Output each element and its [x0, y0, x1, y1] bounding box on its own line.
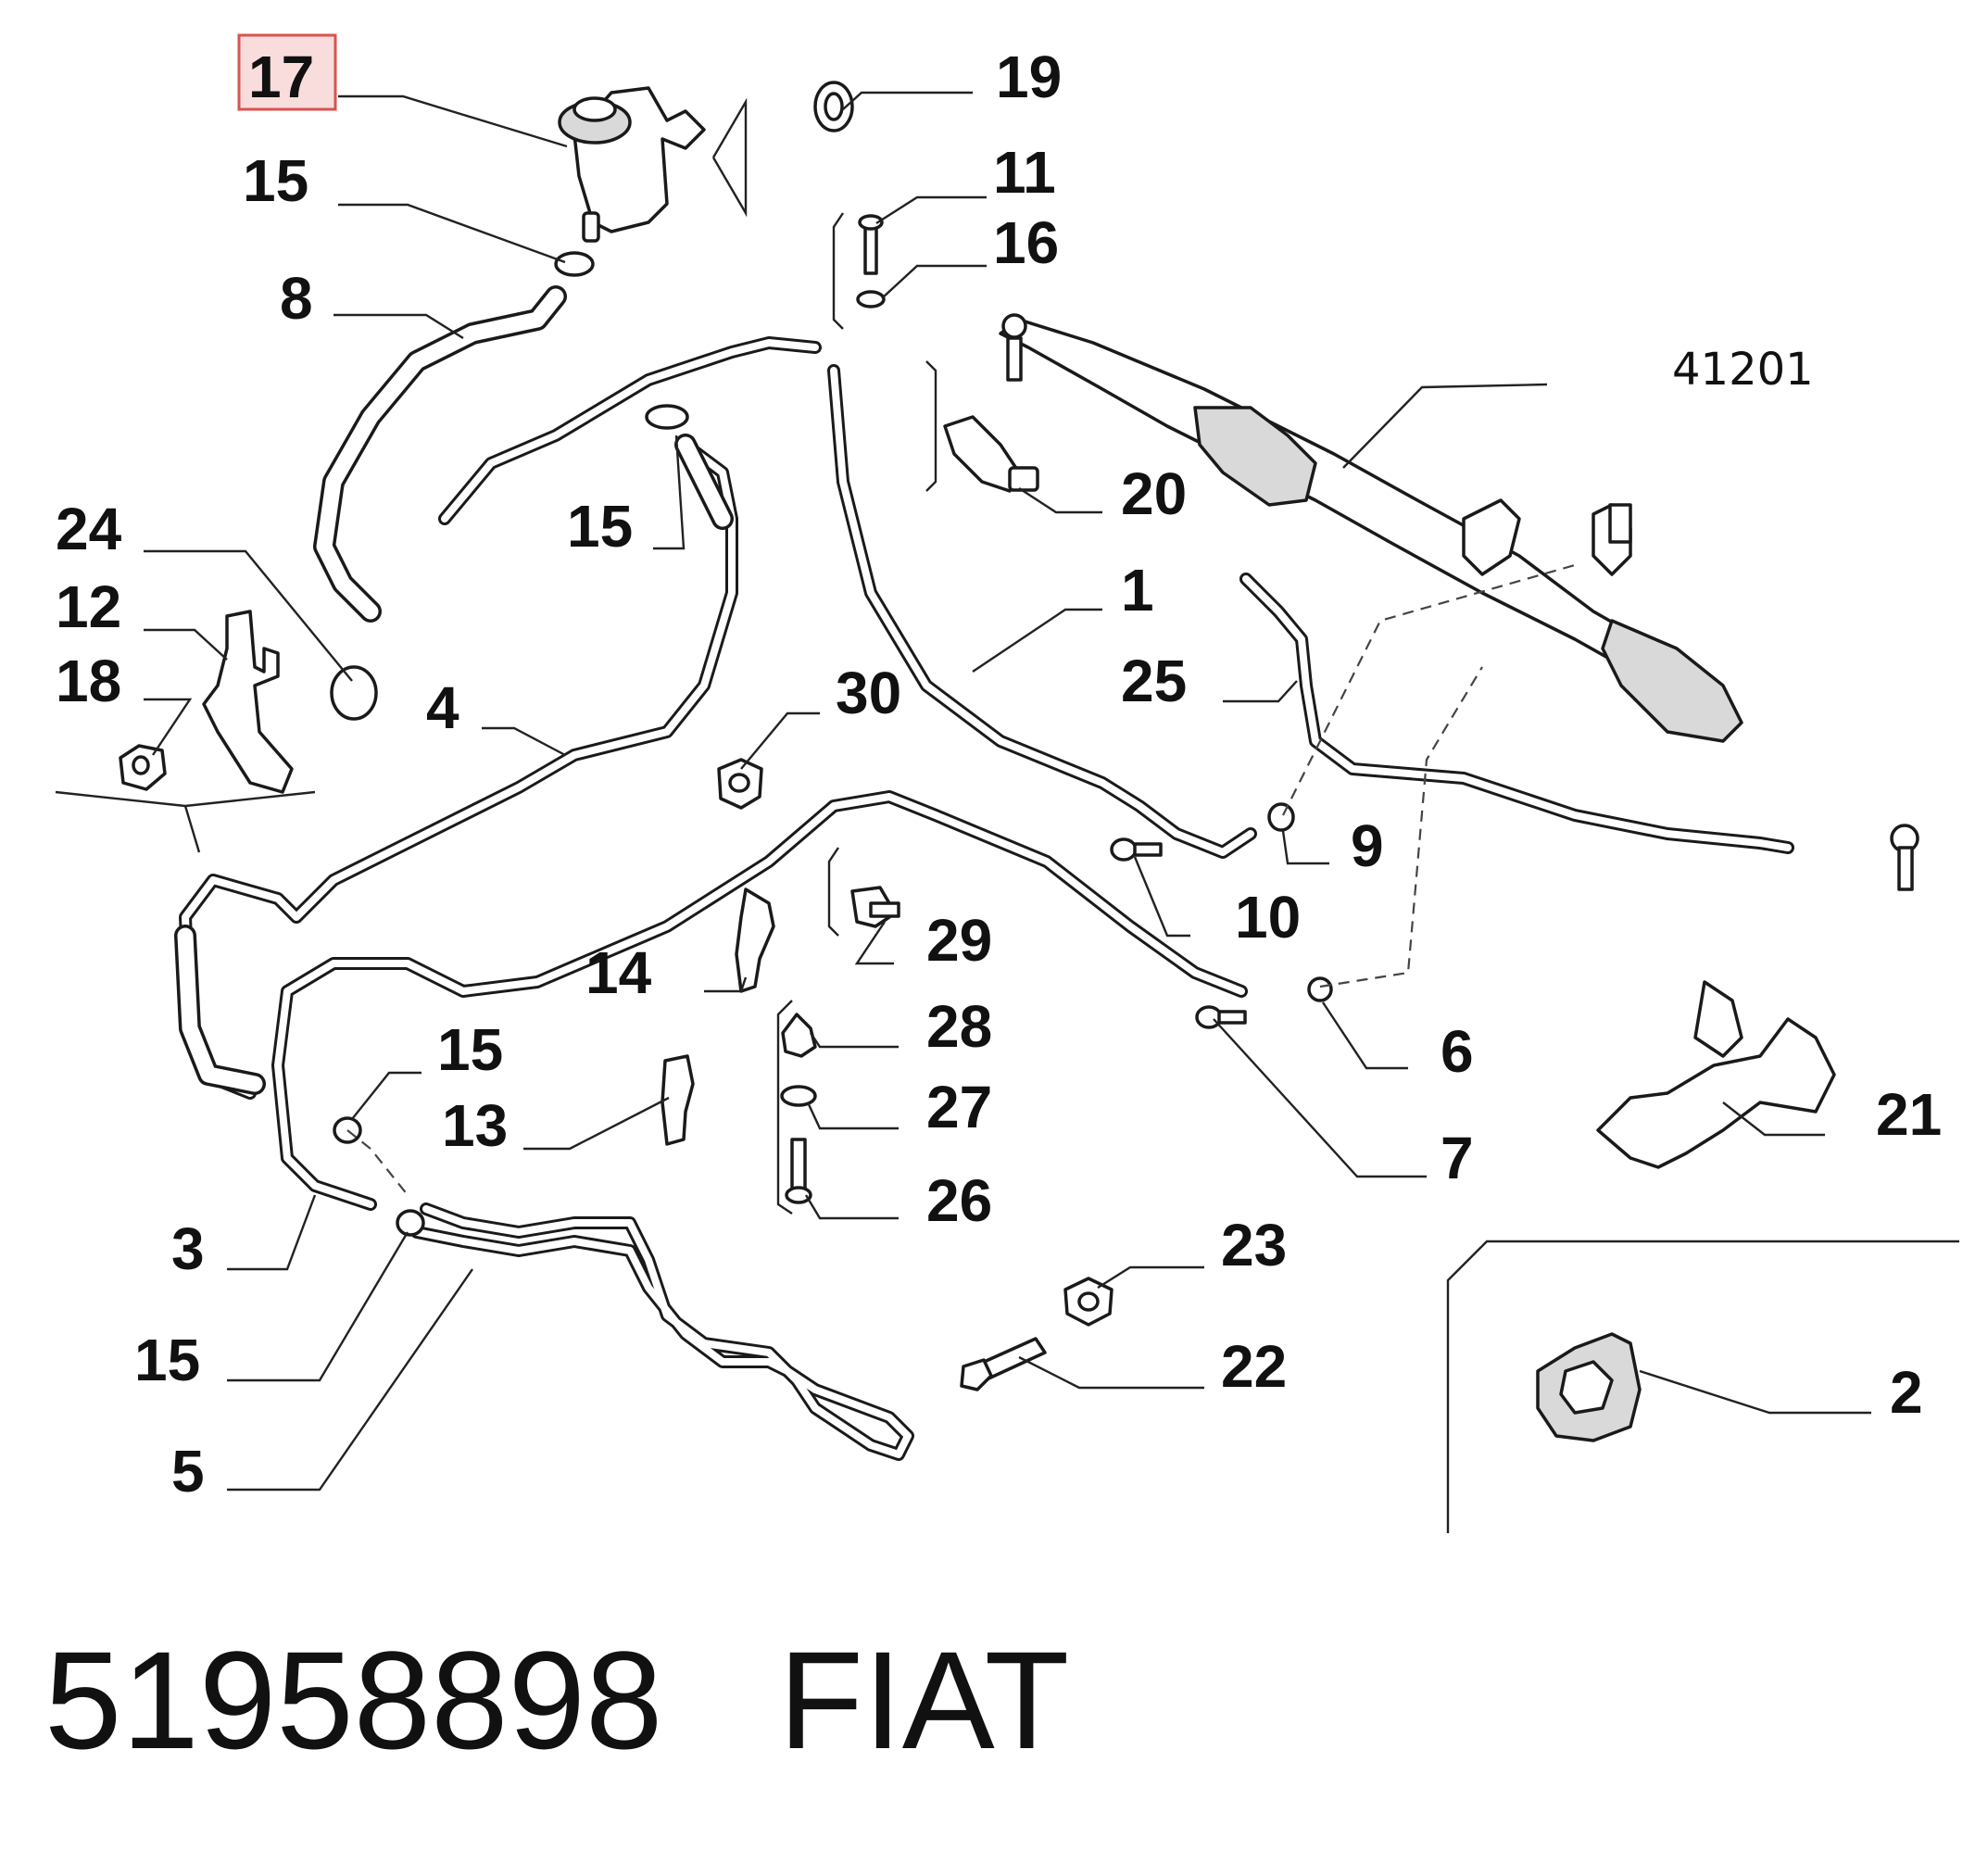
reference-41201: 41201 — [1672, 344, 1814, 396]
bracket-13 — [661, 1054, 695, 1146]
callout-3: 3 — [171, 1215, 205, 1282]
dashed-guides — [346, 563, 1576, 1196]
nut-30 — [717, 758, 763, 810]
o-ring-24 — [330, 665, 378, 721]
callout-28: 28 — [926, 993, 992, 1060]
bracket-14 — [735, 887, 775, 993]
callout-labels: 17 19 15 11 16 8 41201 20 15 24 12 1 18 … — [56, 44, 1942, 1504]
callout-4: 4 — [426, 674, 459, 741]
fittings-9-10 — [1110, 802, 1295, 862]
pipe-1 — [827, 364, 1257, 859]
highlight-box-17 — [237, 33, 337, 111]
callout-19: 19 — [996, 44, 1062, 110]
pipe-3 — [271, 790, 1248, 1211]
clamp-15-top — [554, 251, 689, 430]
clamp-15-lower — [333, 1116, 425, 1237]
footer-caption: 51958898 FIAT — [44, 1630, 1069, 1769]
part-number: 51958898 — [44, 1622, 663, 1778]
callout-15: 15 — [134, 1327, 200, 1393]
nut-23-bolt-22 — [960, 1277, 1114, 1391]
cap-28-washer-27-bolt-26 — [780, 1013, 817, 1204]
callout-29: 29 — [926, 907, 992, 974]
callout-30: 30 — [836, 660, 901, 726]
callout-15: 15 — [567, 493, 633, 560]
callout-27: 27 — [926, 1074, 992, 1140]
callout-26: 26 — [926, 1167, 992, 1234]
callout-11: 11 — [993, 139, 1056, 206]
pipe-network — [174, 285, 1794, 1461]
callout-8: 8 — [280, 265, 313, 332]
callout-16: 16 — [993, 209, 1059, 276]
callout-15: 15 — [437, 1016, 503, 1083]
steering-rack — [999, 313, 1919, 891]
seal-19 — [813, 81, 854, 132]
callout-24: 24 — [56, 496, 122, 562]
bolt-29 — [850, 886, 900, 928]
callout-13: 13 — [442, 1092, 508, 1159]
callout-20: 20 — [1121, 460, 1187, 527]
callout-5: 5 — [171, 1438, 205, 1504]
clip-2 — [1536, 1332, 1642, 1442]
callout-10: 10 — [1235, 884, 1301, 950]
callout-23: 23 — [1221, 1212, 1287, 1278]
callout-17: 17 — [248, 44, 314, 110]
inset-frame — [1446, 1240, 1959, 1533]
fittings-6-7 — [1195, 976, 1333, 1029]
callout-18: 18 — [56, 648, 121, 714]
callout-7: 7 — [1441, 1125, 1474, 1191]
callout-22: 22 — [1221, 1333, 1287, 1400]
bracket-12 — [202, 610, 294, 794]
leader-lines — [55, 91, 1871, 1492]
pressure-switch-20 — [943, 415, 1039, 493]
callout-25: 25 — [1121, 648, 1187, 714]
callout-21: 21 — [1876, 1081, 1942, 1148]
bolt-11-washer-16 — [856, 214, 886, 308]
callout-2: 2 — [1890, 1359, 1923, 1426]
callout-12: 12 — [56, 573, 121, 640]
callout-14: 14 — [585, 939, 652, 1006]
reservoir — [558, 86, 706, 243]
callout-1: 1 — [1121, 557, 1154, 623]
callout-9: 9 — [1351, 812, 1384, 879]
callout-15: 15 — [243, 147, 308, 214]
parts-diagram: 17 19 15 11 16 8 41201 20 15 24 12 1 18 … — [55, 33, 1959, 1533]
brand-name: FIAT — [778, 1622, 1070, 1778]
nut-18 — [119, 744, 167, 791]
bracket-21 — [1596, 980, 1836, 1169]
callout-6: 6 — [1441, 1018, 1474, 1085]
